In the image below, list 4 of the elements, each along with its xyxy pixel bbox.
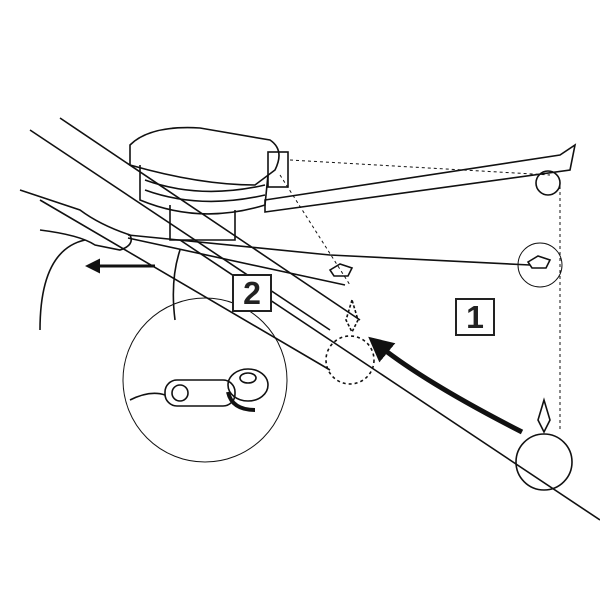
step-number-box — [455, 298, 495, 336]
step-number: 1 — [466, 301, 484, 333]
step-number: 2 — [243, 277, 261, 309]
step-number-box — [232, 274, 272, 312]
